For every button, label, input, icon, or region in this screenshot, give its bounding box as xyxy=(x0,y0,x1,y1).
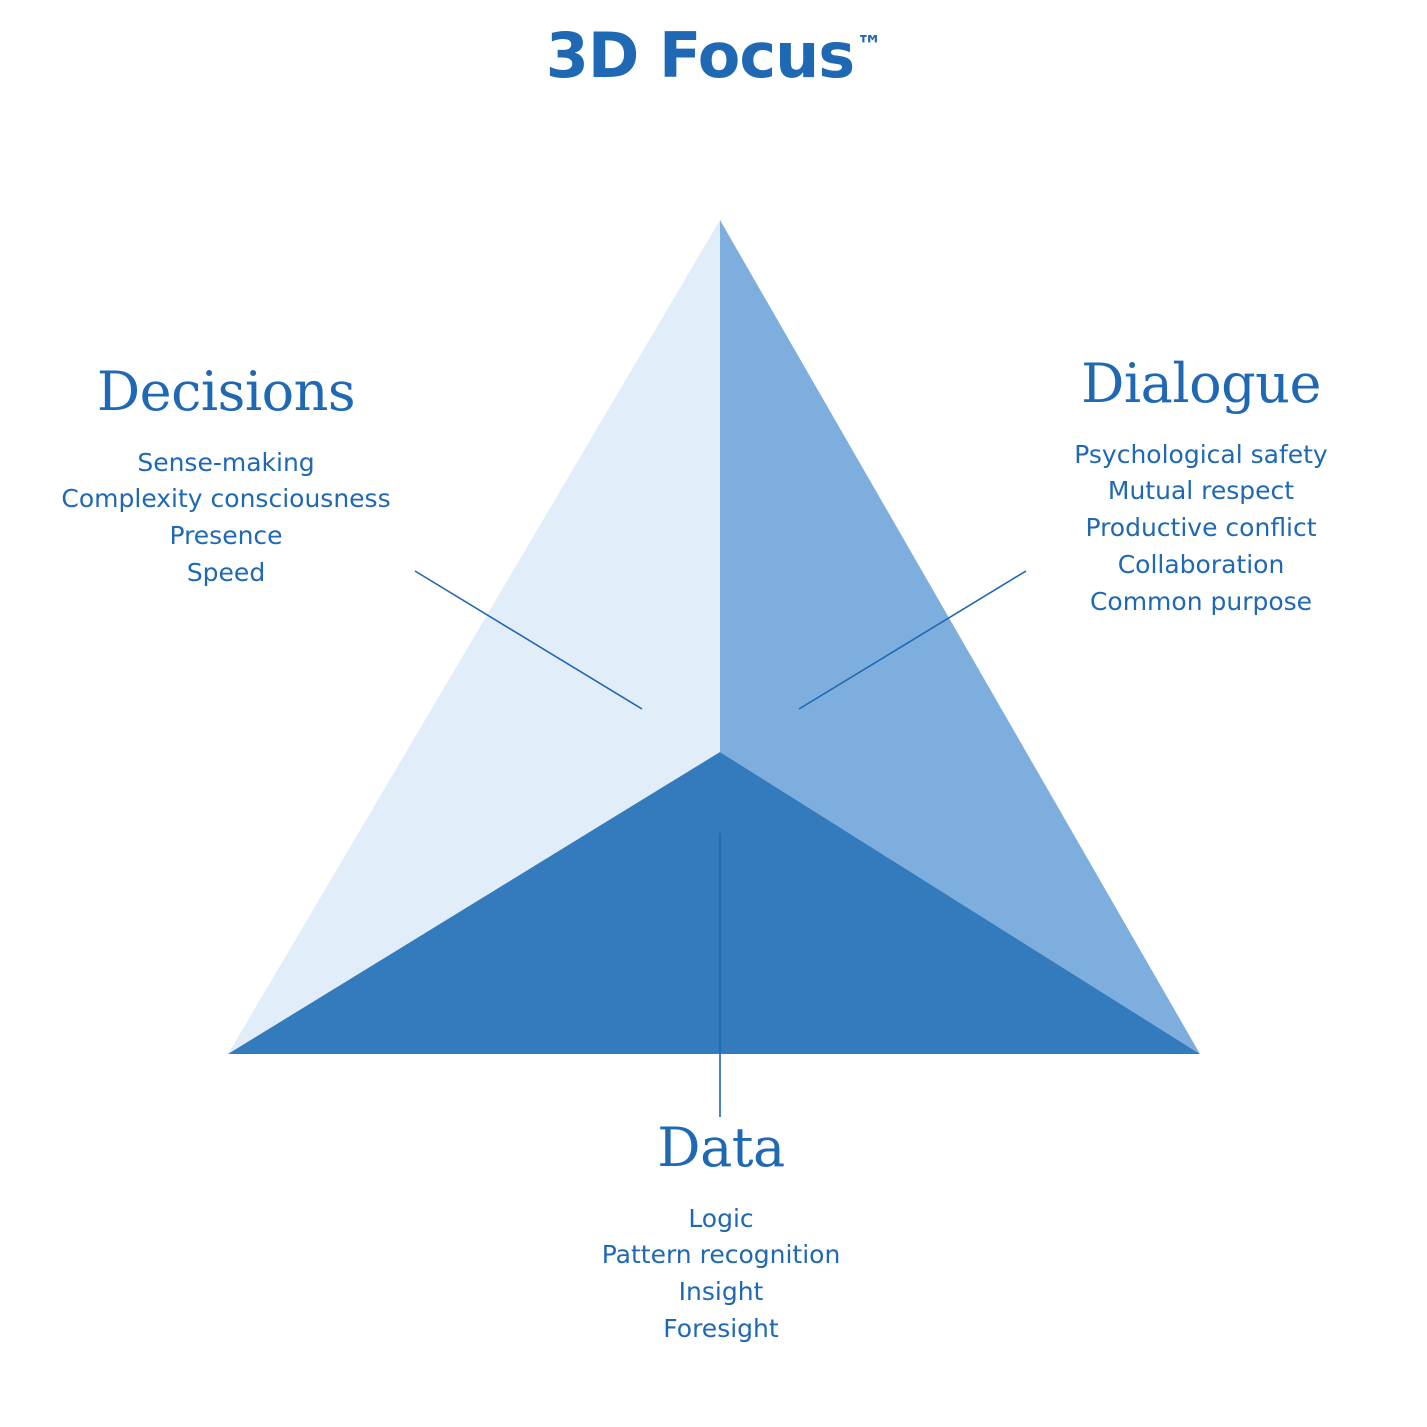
list-item: Collaboration xyxy=(1117,550,1285,580)
list-item: Common purpose xyxy=(1089,586,1313,616)
dialogue-heading: Dialogue xyxy=(1081,352,1321,415)
trademark-mark: ™ xyxy=(856,31,882,61)
list-item: Sense-making xyxy=(137,447,315,477)
list-item: Speed xyxy=(186,558,266,588)
list-item: Complexity consciousness xyxy=(61,484,391,514)
list-item: Mutual respect xyxy=(1107,476,1295,506)
list-item: Psychological safety xyxy=(1074,439,1328,469)
list-item: Productive conflict xyxy=(1085,513,1317,543)
face-dialogue xyxy=(720,220,1200,1054)
connector-dialogue xyxy=(798,570,1027,710)
list-item: Presence xyxy=(169,521,283,551)
decisions-list: Sense-making Complexity consciousness Pr… xyxy=(30,445,422,592)
title-text: 3D Focus xyxy=(545,19,855,92)
list-item: Insight xyxy=(678,1277,764,1307)
face-data xyxy=(228,752,1200,1054)
list-item: Logic xyxy=(688,1203,754,1233)
decisions-heading: Decisions xyxy=(96,360,356,423)
page-title: 3D Focus™ xyxy=(0,19,1427,92)
face-decisions xyxy=(228,220,720,1054)
decisions-group: Decisions Sense-making Complexity consci… xyxy=(30,360,422,592)
connector-decisions xyxy=(414,570,643,710)
dialogue-group: Dialogue Psychological safety Mutual res… xyxy=(1000,352,1402,621)
list-item: Foresight xyxy=(663,1314,779,1344)
data-list: Logic Pattern recognition Insight Foresi… xyxy=(520,1201,922,1348)
list-item: Pattern recognition xyxy=(601,1240,841,1270)
data-heading: Data xyxy=(657,1116,785,1179)
data-group: Data Logic Pattern recognition Insight F… xyxy=(520,1116,922,1348)
dialogue-list: Psychological safety Mutual respect Prod… xyxy=(1000,437,1402,621)
